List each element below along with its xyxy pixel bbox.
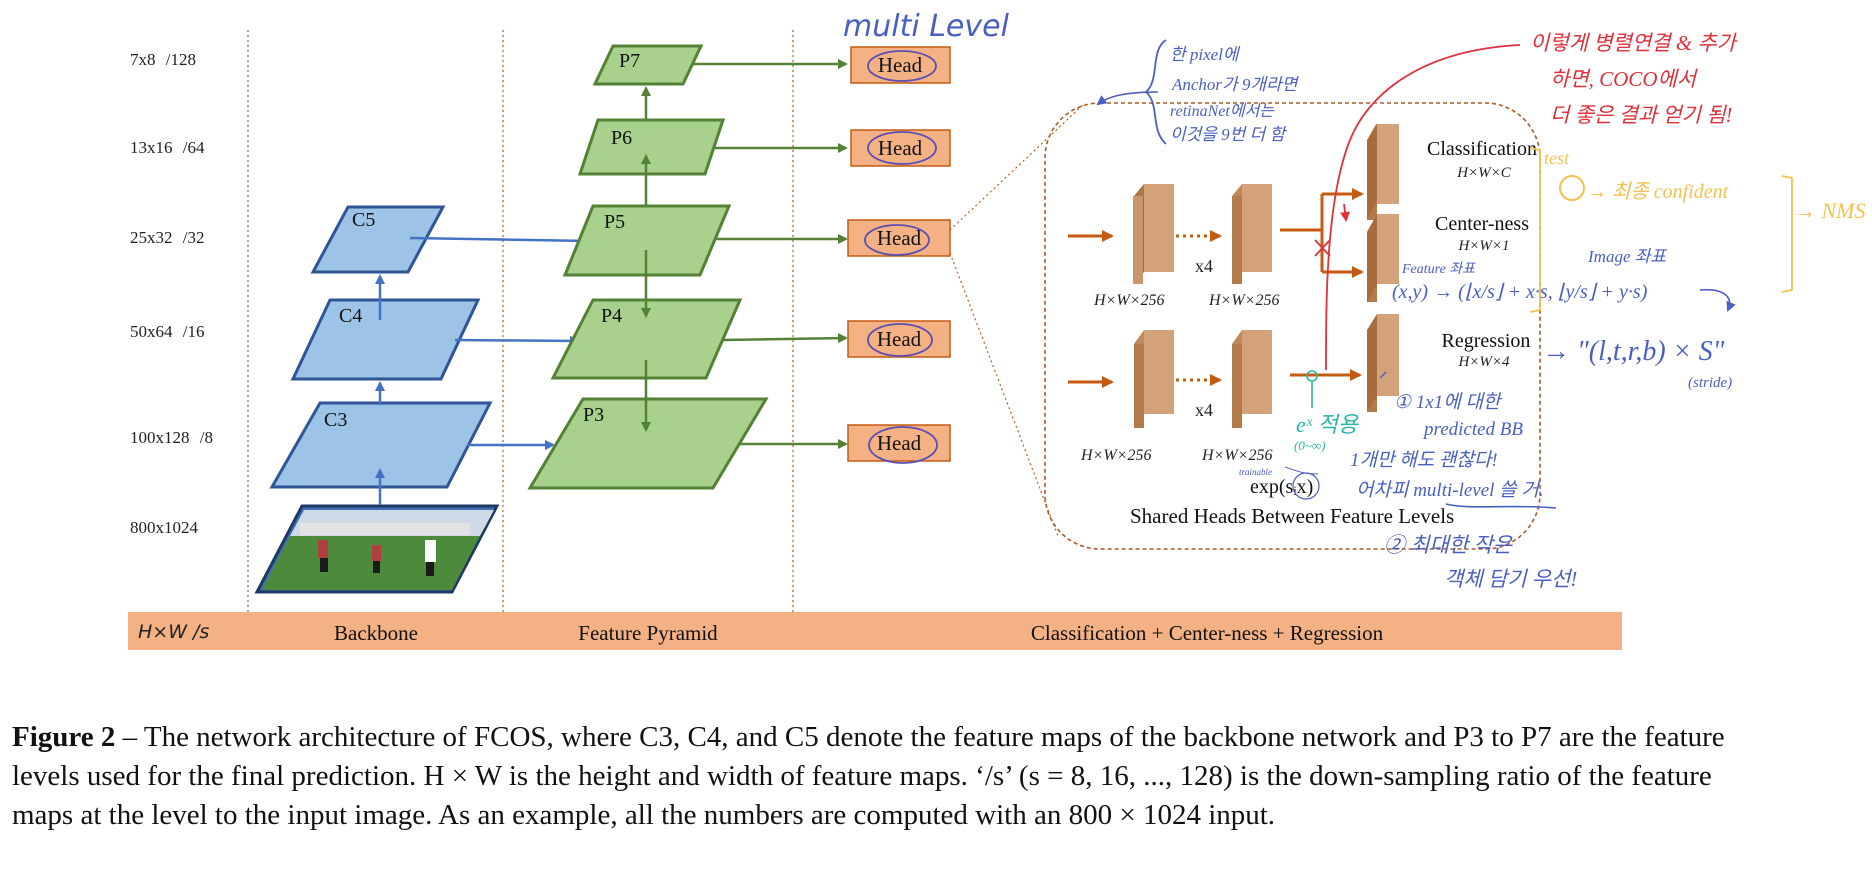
dim-label: H×W×256 (1093, 292, 1164, 309)
soccer-photo (254, 504, 500, 594)
classification-title: Classification (1427, 138, 1537, 160)
feature-pyramid: P7 P6 P5 P4 P3 (527, 44, 769, 490)
pyramid-p7 (592, 44, 704, 86)
lower-branch (1068, 314, 1399, 428)
annotation-ltrb: → "(l,t,r,b) × S" (1542, 336, 1725, 367)
shared-heads-box (1044, 102, 1541, 550)
head-label: Head (877, 327, 922, 351)
annotation-blue-2: Anchor가 9개라면 (1171, 75, 1300, 94)
pyramid-label: P3 (583, 404, 604, 426)
centerness-dims: H×W×1 (1457, 238, 1509, 254)
backbone-label: C3 (324, 409, 347, 431)
figure-caption-text: – The network architecture of FCOS, wher… (12, 721, 1725, 831)
row-label-25x32: 25x32 /32 (130, 228, 204, 247)
repeat-label: x4 (1195, 400, 1213, 420)
annotation-bb-2: predicted BB (1422, 419, 1523, 440)
row-label-100x128: 100x128 /8 (130, 428, 213, 447)
row-label-7x8: 7x8 /128 (130, 50, 196, 69)
annotation-red-3: 더 좋은 결과 얻기 됨! (1550, 103, 1733, 127)
figure-caption-label: Figure 2 (12, 721, 116, 753)
pyramid-p3 (527, 397, 769, 490)
annotation-note2-1: ② 최대한 작은 (1384, 533, 1514, 557)
footer-bar: H×W /s Backbone Feature Pyramid Classifi… (128, 612, 1622, 650)
annotation-confident: → 최종 confident (1587, 181, 1729, 203)
row-label-13x16: 13x16 /64 (130, 138, 205, 157)
annotation-red-1: 이렇게 병렬연결 & 추가 (1530, 31, 1739, 55)
pyramid-p6 (577, 118, 726, 176)
annotation-test: test (1544, 148, 1570, 168)
pyramid-label: P7 (619, 50, 640, 72)
footer-hw: H×W /s (138, 621, 209, 643)
footer-pyramid: Feature Pyramid (578, 621, 718, 645)
annotation-note2-2: 객체 담기 우선! (1444, 567, 1577, 591)
pyramid-p4 (550, 298, 743, 380)
annotation-blue-1: 한 pixel에 (1170, 45, 1241, 64)
pyramid-label: P4 (601, 305, 622, 327)
centerness-title: Center-ness (1435, 213, 1529, 235)
annotation-bb-4: 어차피 multi-level 쓸 거. (1356, 480, 1544, 501)
upper-branch (1068, 124, 1399, 302)
backbone-c3 (269, 401, 493, 489)
classification-dims: H×W×C (1456, 165, 1512, 181)
dim-label: H×W×256 (1080, 447, 1151, 464)
pyramid-label: P6 (611, 127, 632, 149)
annotation-range: (0~∞) (1294, 438, 1325, 453)
annotation-blue-4: 이것을 9번 더 함 (1170, 125, 1287, 144)
shared-heads-caption: Shared Heads Between Feature Levels (1130, 504, 1454, 528)
row-label-50x64: 50x64 /16 (130, 322, 204, 341)
footer-backbone: Backbone (334, 621, 418, 645)
pyramid-label: P5 (604, 211, 625, 233)
head-label: Head (877, 431, 922, 455)
annotation-red-2: 하면, COCO에서 (1550, 67, 1699, 91)
repeat-label: x4 (1195, 256, 1213, 276)
row-label-800x1024: 800x1024 (130, 518, 199, 537)
exp-label: exp(sᵢx) (1250, 476, 1313, 498)
backbone-label: C5 (352, 209, 375, 231)
annotation-bb-1: ① 1x1에 대한 (1394, 392, 1503, 413)
dim-label: H×W×256 (1208, 292, 1279, 309)
annotation-blue-3: retinaNet에서는 (1170, 102, 1275, 120)
regression-title: Regression (1442, 330, 1531, 352)
head-label: Head (878, 53, 923, 77)
backbone-c4 (290, 298, 481, 381)
figure-caption: Figure 2 – The network architecture of F… (12, 718, 1752, 835)
head-label: Head (878, 136, 923, 160)
annotation-xy-formula: (x,y) → (⌊x/s⌋ + x·s, ⌊y/s⌋ + y·s) (1392, 281, 1648, 303)
annotation-feature-coord: Feature 좌표 (1401, 261, 1476, 277)
backbone-c5 (310, 205, 446, 274)
backbone: C5 C4 C3 (269, 205, 493, 489)
dim-label: H×W×256 (1201, 447, 1272, 464)
footer-heads: Classification + Center-ness + Regressio… (1031, 621, 1384, 645)
annotation-e-note: eˣ 적용 (1296, 412, 1360, 437)
heads: Head Head Head Head Head (847, 46, 951, 464)
head-box (847, 424, 951, 462)
annotation-multi-level: multi Level (843, 9, 1010, 44)
annotation-image-coord: Image 좌표 (1587, 247, 1667, 266)
annotation-trainable: trainable (1239, 467, 1272, 477)
backbone-label: C4 (339, 305, 362, 327)
pyramid-p5 (562, 204, 732, 277)
annotation-bb-3: 1개만 해도 괜찮다! (1350, 450, 1498, 471)
annotation-nms: → NMS (1794, 198, 1866, 223)
annotation-stride: (stride) (1688, 375, 1732, 391)
head-box (847, 320, 951, 358)
head-label: Head (877, 226, 922, 250)
regression-dims: H×W×4 (1457, 354, 1510, 370)
